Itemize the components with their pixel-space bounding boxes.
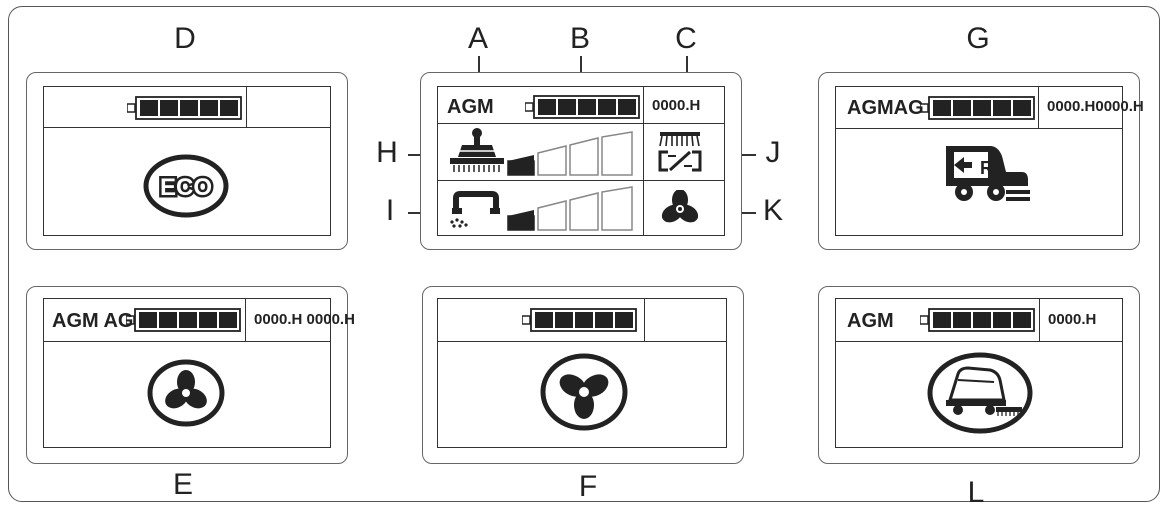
eco-icon: ECO xyxy=(143,154,229,218)
reverse-letter: R xyxy=(980,158,993,178)
label-g: G xyxy=(966,22,990,55)
battery-type-label: AGMAG xyxy=(847,97,924,119)
hour-meter: 0000.H xyxy=(1048,311,1097,328)
fan-in-circle-icon xyxy=(540,353,628,431)
label-d: D xyxy=(174,22,196,55)
label-b: B xyxy=(569,22,591,55)
label-c: C xyxy=(675,22,697,55)
label-h: H xyxy=(376,136,398,169)
eco-text: ECO xyxy=(160,174,212,201)
battery-icon xyxy=(920,308,1035,332)
label-l: L xyxy=(967,476,985,509)
hour-meter: 0000.H0000.H xyxy=(1047,98,1144,115)
squeegee-vacuum-icon xyxy=(450,191,500,228)
battery-type-label: AGM xyxy=(847,310,894,332)
label-a: A xyxy=(467,22,489,55)
label-k: K xyxy=(762,194,784,227)
hour-meter: 0000.H 0000.H xyxy=(254,311,355,328)
brush-motor-icon xyxy=(658,132,702,172)
battery-icon xyxy=(127,96,242,120)
battery-icon xyxy=(525,95,640,119)
brush-deck-icon xyxy=(450,128,504,172)
vacuum-fan-icon xyxy=(661,190,699,223)
battery-icon xyxy=(126,308,241,332)
label-i: I xyxy=(385,194,395,227)
fan-in-circle-icon xyxy=(147,359,225,427)
screen-e xyxy=(43,298,331,448)
battery-icon xyxy=(522,308,637,332)
battery-type-label: AGM xyxy=(447,96,494,118)
screen-l xyxy=(835,298,1123,448)
vacuum-level-indicator xyxy=(507,186,633,231)
label-j: J xyxy=(765,136,781,169)
brush-pressure-level-indicator xyxy=(507,131,633,176)
screen-main xyxy=(437,86,725,236)
battery-icon xyxy=(920,96,1035,120)
reverse-machine-icon: R xyxy=(946,146,1030,201)
no-machine-icon xyxy=(927,352,1033,434)
label-f: F xyxy=(578,470,598,503)
screen-f xyxy=(437,298,727,448)
hour-meter: 0000.H xyxy=(652,97,701,114)
screen-g xyxy=(835,86,1123,236)
diagram-frame xyxy=(8,6,1160,502)
battery-type-label: AGM AG xyxy=(52,310,134,332)
screen-d xyxy=(43,86,331,236)
label-e: E xyxy=(172,468,194,501)
